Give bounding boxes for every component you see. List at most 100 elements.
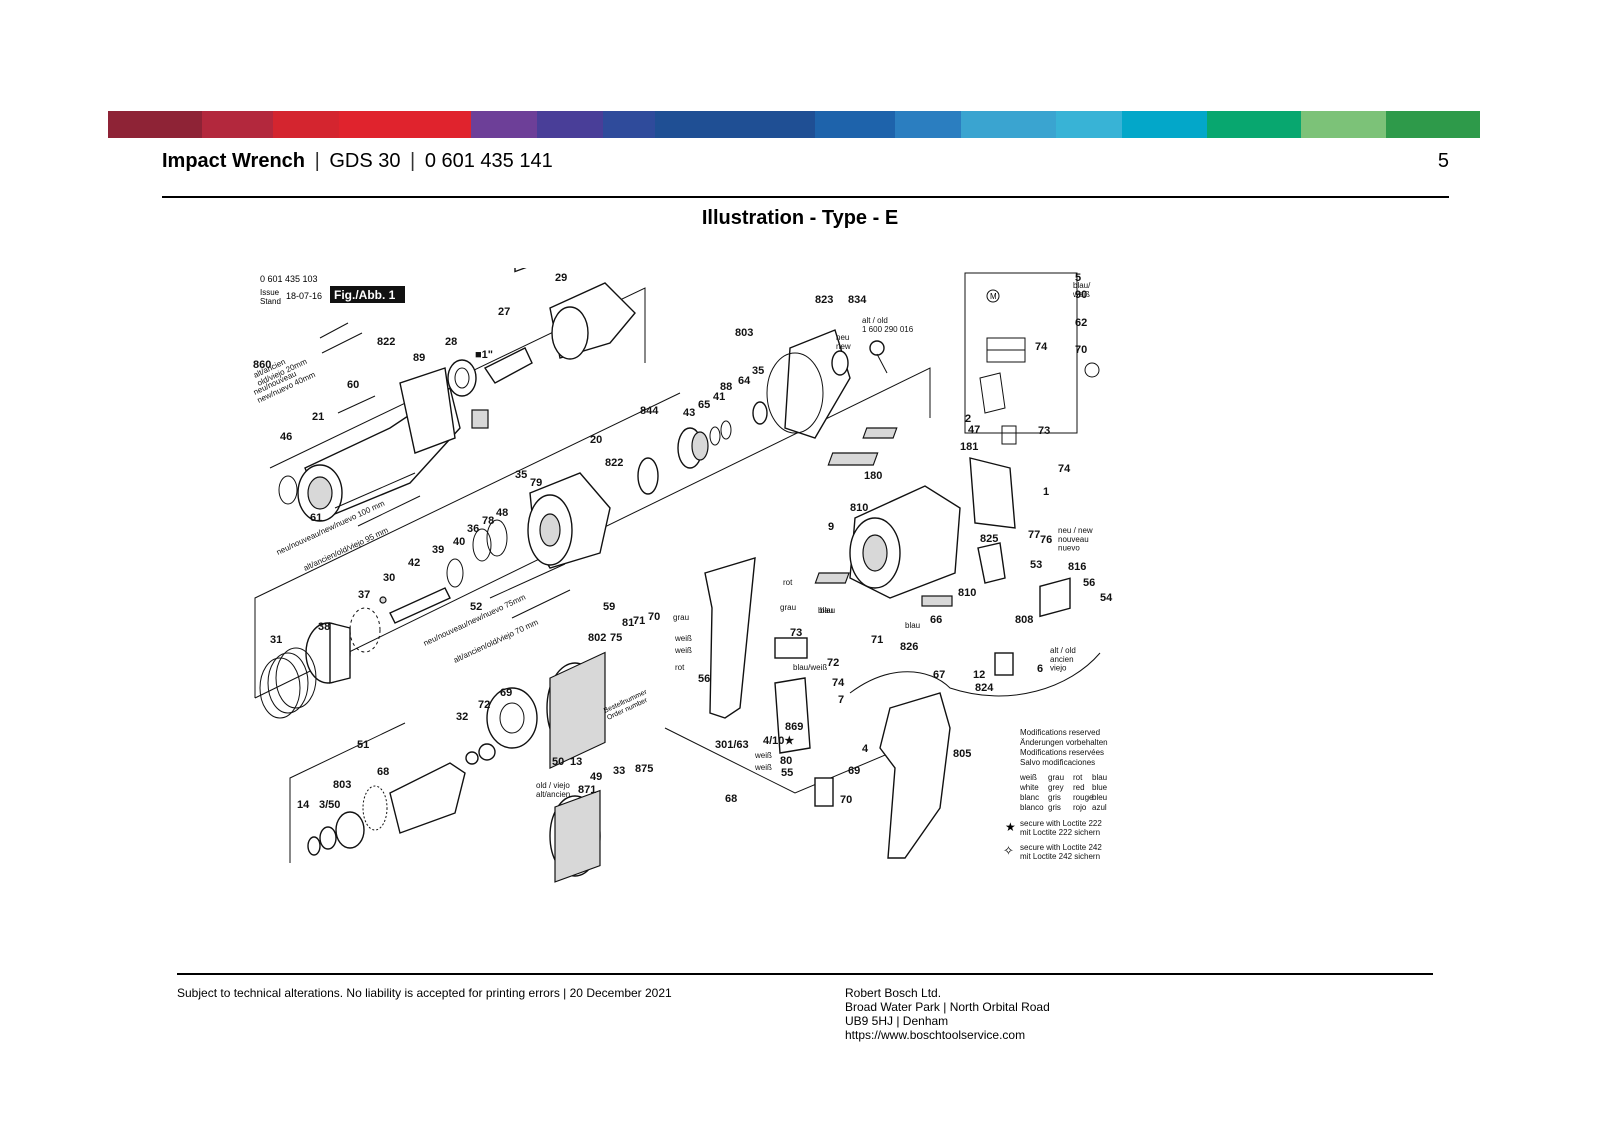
callout-label: 70	[648, 611, 660, 623]
callout-label: 12	[973, 669, 985, 681]
callout-label: 71	[871, 634, 883, 646]
callout-label: 31	[270, 634, 282, 646]
callout-label: 69	[848, 765, 860, 777]
callout-label: 32	[456, 711, 468, 723]
color-bar-segment	[603, 111, 655, 138]
planet-gear-844	[637, 457, 659, 495]
color-bar-segment	[961, 111, 1056, 138]
color-table-cell: weiß	[1019, 773, 1037, 782]
field-coil-802	[546, 651, 606, 769]
wire-color-label: grau	[673, 613, 689, 622]
brush-holder-825	[1039, 577, 1071, 618]
footer-disclaimer: Subject to technical alterations. No lia…	[177, 986, 672, 1000]
callout-label: 4	[862, 743, 869, 755]
callout-label: 35	[752, 365, 764, 377]
callout-label: 844	[640, 405, 659, 417]
callout-label: 70	[840, 794, 852, 806]
callout-label: 51	[357, 739, 369, 751]
handle-shell	[879, 692, 951, 859]
callout-label: 29	[555, 272, 567, 284]
wire-color-label: weiß	[674, 646, 692, 655]
part-number: 0 601 435 141	[424, 150, 553, 172]
callout-label: 39	[432, 544, 444, 556]
wire-color-label: blau	[820, 606, 835, 615]
switch-826	[774, 637, 808, 659]
callout-label: 56	[698, 673, 710, 685]
callout-label: 33	[613, 765, 625, 777]
color-bar-segment	[537, 111, 604, 138]
color-bar-segment	[273, 111, 340, 138]
website-link[interactable]: https://www.boschtoolservice.com	[845, 1028, 1026, 1042]
seal-834	[831, 350, 849, 376]
wire-color-label: blau/weiß	[793, 663, 827, 672]
callout-label: 59	[603, 601, 615, 613]
callout-label: 37	[358, 589, 370, 601]
hammer	[305, 622, 351, 684]
bearing-cap-32	[486, 687, 538, 749]
assembly-frame-armature	[289, 722, 406, 863]
callout-label: 80	[780, 755, 792, 767]
color-table-cell: white	[1019, 783, 1039, 792]
modification-line: Modifications reservées	[1020, 748, 1104, 757]
capacitor-12	[814, 777, 834, 807]
washer-41	[720, 420, 732, 440]
header-rule	[162, 196, 1449, 198]
callout-label: 871	[578, 784, 596, 796]
callout-label: 180	[864, 470, 882, 482]
color-bar-segment	[202, 111, 274, 138]
callout-label: 802	[588, 632, 606, 644]
color-bar-segment	[339, 111, 472, 138]
callout-label: 803	[333, 779, 351, 791]
callout-label: 62	[1075, 317, 1087, 329]
ring-59-screws	[489, 563, 571, 619]
color-table-cell: rouge	[1073, 793, 1094, 802]
wire-color-label: blau	[818, 606, 833, 615]
callout-label: 9	[828, 521, 834, 533]
address-line-1: Broad Water Park | North Orbital Road	[845, 1000, 1050, 1014]
callout-label: 46	[280, 431, 292, 443]
assembly-frame-handle	[664, 727, 891, 794]
bearing-50	[478, 743, 496, 761]
variant-labels: alt/ancienold/viejo 20mmneu/nouveaunew/n…	[252, 316, 1093, 799]
callout-label: 810	[850, 502, 868, 514]
color-table-cell: blanco	[1020, 803, 1044, 812]
footer-rule	[177, 973, 1433, 975]
callout-label: 60	[347, 379, 359, 391]
model-name: GDS 30	[329, 150, 401, 172]
callout-label: 64	[738, 375, 751, 387]
callout-label: 90	[1075, 289, 1087, 301]
callout-label: 3/50	[319, 799, 340, 811]
wire-color-label: weiß	[674, 634, 692, 643]
callout-label: 4/10★	[763, 735, 794, 747]
baffle-49	[335, 811, 365, 849]
color-bar-segment	[815, 111, 896, 138]
color-bar-segment	[654, 111, 816, 138]
wire-color-label: blau/weiß	[1072, 281, 1091, 299]
brush-holder-53	[977, 542, 1006, 584]
figure-title: Illustration - Type - E	[701, 207, 899, 229]
callout-label: 54	[1100, 592, 1113, 604]
color-bar-segment	[1055, 111, 1122, 138]
page-number: 5	[1437, 150, 1449, 172]
bearing-35	[752, 401, 768, 425]
callout-label: 834	[848, 294, 867, 306]
callout-label: 69	[500, 687, 512, 699]
callout-label: 40	[453, 536, 465, 548]
label-plates	[814, 427, 953, 607]
issue-date: 18-07-16	[286, 291, 322, 301]
retaining-ring-39	[446, 558, 464, 588]
callout-label: 30	[383, 572, 395, 584]
color-bar-segment	[895, 111, 962, 138]
washer-65	[709, 426, 721, 446]
handle-55	[704, 557, 756, 719]
callout-label: 14	[297, 799, 310, 811]
callout-label: 43	[683, 407, 695, 419]
callout-label: 21	[312, 411, 324, 423]
callout-label: 68	[250, 268, 262, 271]
